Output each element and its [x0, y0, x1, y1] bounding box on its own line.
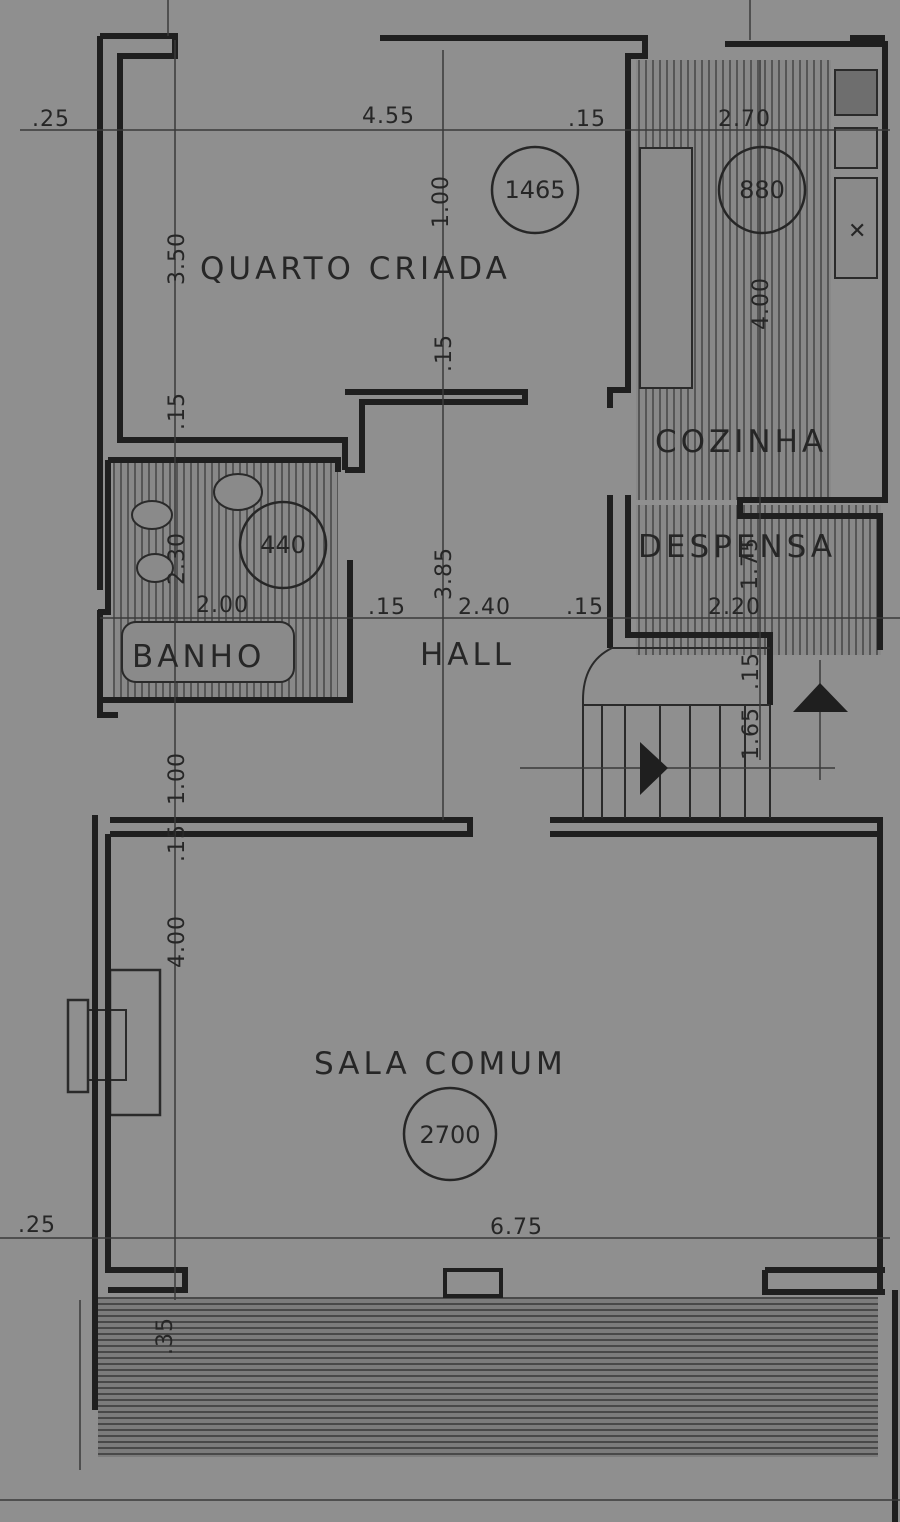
area-circle-sala	[402, 1086, 498, 1182]
room-label-despensa: DESPENSA	[638, 529, 836, 565]
level-marker-arrow-icon	[793, 683, 848, 712]
dim-stair-top: .15	[739, 652, 764, 690]
dim-despensa-depth: 1.75	[738, 537, 763, 590]
banho-bathtub	[121, 621, 295, 683]
cozinha-counter	[639, 147, 693, 389]
dim-sala-width: 6.75	[490, 1215, 543, 1240]
dim-quarto-width: 4.55	[362, 104, 415, 129]
room-label-cozinha: COZINHA	[655, 424, 827, 460]
dim-hall-wall-3: .15	[566, 595, 604, 620]
dim-cozinha-depth: 4.00	[749, 277, 774, 330]
dim-hall-wall-2: .15	[165, 392, 190, 430]
dim-corridor: 1.00	[165, 752, 190, 805]
dim-sala-wall: .15	[165, 824, 190, 862]
stair-direction-arrow-icon	[640, 742, 668, 795]
banho-washbasin	[213, 473, 263, 511]
cozinha-appliance-top	[834, 69, 878, 116]
dim-banho-depth: 2.30	[165, 532, 190, 585]
area-sala: 2700	[419, 1121, 480, 1149]
dim-stair-depth: 1.65	[739, 707, 764, 760]
dim-cozinha-width: 2.70	[718, 107, 771, 132]
area-quarto: 1465	[504, 176, 565, 204]
cozinha-appliance-2	[834, 127, 878, 169]
dim-banho-wall: .15	[368, 595, 406, 620]
dim-hall-width: 2.40	[458, 595, 511, 620]
cozinha-stove	[834, 177, 878, 279]
area-banho: 440	[260, 531, 306, 559]
sala-window	[443, 1268, 503, 1298]
dim-sala-depth: 4.00	[165, 915, 190, 968]
room-label-hall: HALL	[420, 637, 515, 673]
dim-bottom-left-offset: .25	[18, 1213, 56, 1238]
dim-top-left-offset: .25	[32, 107, 70, 132]
banho-toilet	[136, 553, 174, 583]
room-label-banho: BANHO	[132, 639, 265, 675]
dim-quarto-depth: 3.50	[165, 232, 190, 285]
despensa-floor-hatch	[636, 505, 881, 655]
walls	[92, 33, 898, 1522]
room-label-sala: SALA COMUM	[314, 1046, 567, 1082]
dim-hall-depth: 3.85	[432, 547, 457, 600]
dim-banho-width: 2.00	[196, 593, 249, 618]
dim-hall-wall-1: .15	[432, 334, 457, 372]
area-cozinha: 880	[739, 176, 785, 204]
stove-mark-icon: ✕	[848, 219, 866, 244]
dim-balcony: .35	[153, 1317, 178, 1355]
dim-despensa-width: 2.20	[708, 595, 761, 620]
balcony-floor-hatch	[98, 1297, 878, 1457]
banho-bidet	[131, 500, 173, 530]
dim-quarto-wall: .15	[568, 107, 606, 132]
area-circle-quarto	[490, 145, 580, 235]
dim-quarto-closet: 1.00	[429, 175, 454, 228]
room-label-quarto: QUARTO CRIADA	[200, 251, 511, 287]
area-circle-banho	[238, 500, 328, 590]
area-circle-cozinha	[717, 145, 807, 235]
